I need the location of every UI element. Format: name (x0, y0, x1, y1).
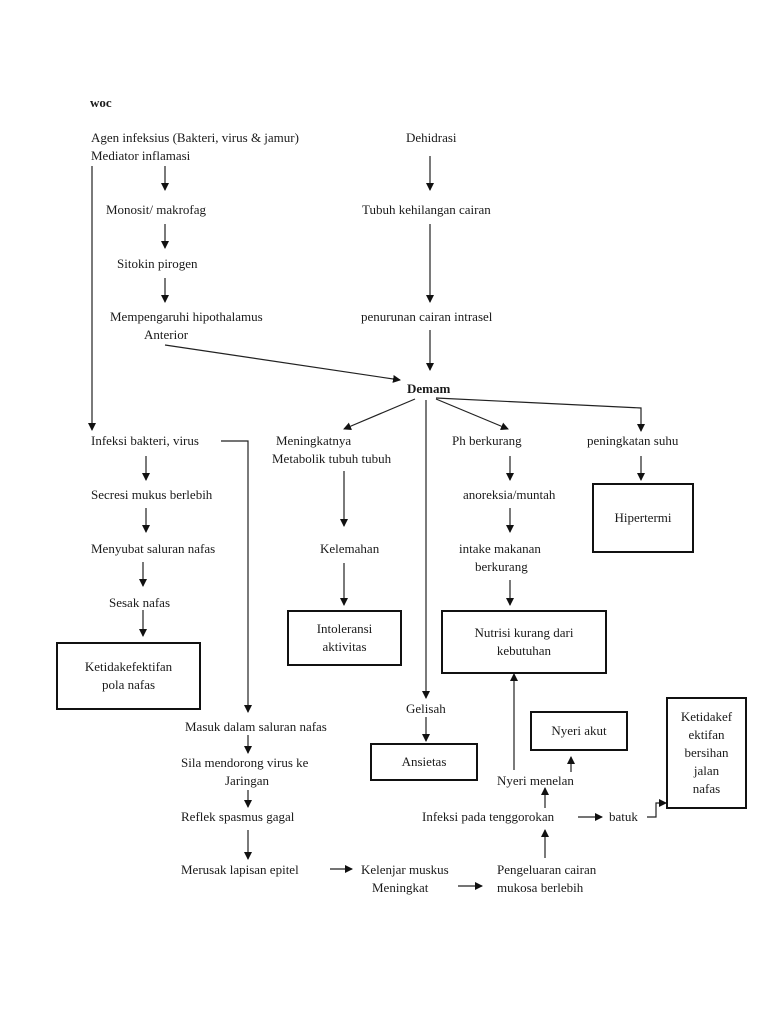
node-hipothalamus-2: Anterior (144, 327, 189, 342)
diagram-title: woc (90, 95, 112, 110)
arrow-demam-to-meningkat (343, 398, 416, 430)
node-batuk: batuk (609, 809, 638, 824)
node-meningkat-2: Metabolik tubuh tubuh (272, 451, 392, 466)
arrow-demam-to-suhu (435, 397, 645, 432)
node-reflek: Reflek spasmus gagal (181, 809, 295, 824)
node-anoreksia: anoreksia/muntah (463, 487, 556, 502)
node-kehilangan: Tubuh kehilangan cairan (362, 202, 491, 217)
diagnosis-intoleransi: Intoleransi aktivitas (287, 610, 402, 666)
node-masuk: Masuk dalam saluran nafas (185, 719, 327, 734)
diagnosis-nyeri-akut: Nyeri akut (530, 711, 628, 751)
node-intake-1: intake makanan (459, 541, 541, 556)
node-secresi: Secresi mukus berlebih (91, 487, 213, 502)
node-infeksi: Infeksi bakteri, virus (91, 433, 199, 448)
node-suhu: peningkatan suhu (587, 433, 679, 448)
node-agen: Agen infeksius (Bakteri, virus & jamur) (91, 130, 299, 145)
node-sitokin: Sitokin pirogen (117, 256, 198, 271)
arrow-infeksi-to-masuk (221, 440, 252, 713)
arrow-batuk-to-bersihan (647, 799, 667, 818)
node-ph: Ph berkurang (452, 433, 522, 448)
diagnosis-nutrisi: Nutrisi kurang dari kebutuhan (441, 610, 607, 674)
node-pengeluaran-2: mukosa berlebih (497, 880, 584, 895)
node-gelisah: Gelisah (406, 701, 446, 716)
diagnosis-pola-nafas: Ketidakefektifan pola nafas (56, 642, 201, 710)
arrow-hipothalamus-to-demam (164, 344, 401, 383)
arrow-demam-to-ph (435, 398, 509, 430)
node-menyubat: Menyubat saluran nafas (91, 541, 216, 556)
node-mediator: Mediator inflamasi (91, 148, 191, 163)
node-sesak: Sesak nafas (109, 595, 171, 610)
node-merusak: Merusak lapisan epitel (181, 862, 299, 877)
node-kelenjar-2: Meningkat (372, 880, 429, 895)
node-hipothalamus-1: Mempengaruhi hipothalamus (110, 309, 263, 324)
node-sila-2: Jaringan (225, 773, 270, 788)
diagnosis-ansietas: Ansietas (370, 743, 478, 781)
node-menelan: Nyeri menelan (497, 773, 574, 788)
node-pengeluaran-1: Pengeluaran cairan (497, 862, 597, 877)
node-meningkat-1: Meningkatnya (276, 433, 352, 448)
node-monosit: Monosit/ makrofag (106, 202, 207, 217)
diagnosis-bersihan-jalan-nafas: Ketidakef ektifan bersihan jalan nafas (666, 697, 747, 809)
node-tenggorokan: Infeksi pada tenggorokan (422, 809, 555, 824)
diagnosis-hipertermi: Hipertermi (592, 483, 694, 553)
node-dehidrasi: Dehidrasi (406, 130, 457, 145)
node-kelemahan: Kelemahan (320, 541, 380, 556)
node-penurunan: penurunan cairan intrasel (361, 309, 493, 324)
node-kelenjar-1: Kelenjar muskus (361, 862, 449, 877)
node-demam: Demam (407, 381, 451, 396)
node-intake-2: berkurang (475, 559, 528, 574)
node-sila-1: Sila mendorong virus ke (181, 755, 309, 770)
